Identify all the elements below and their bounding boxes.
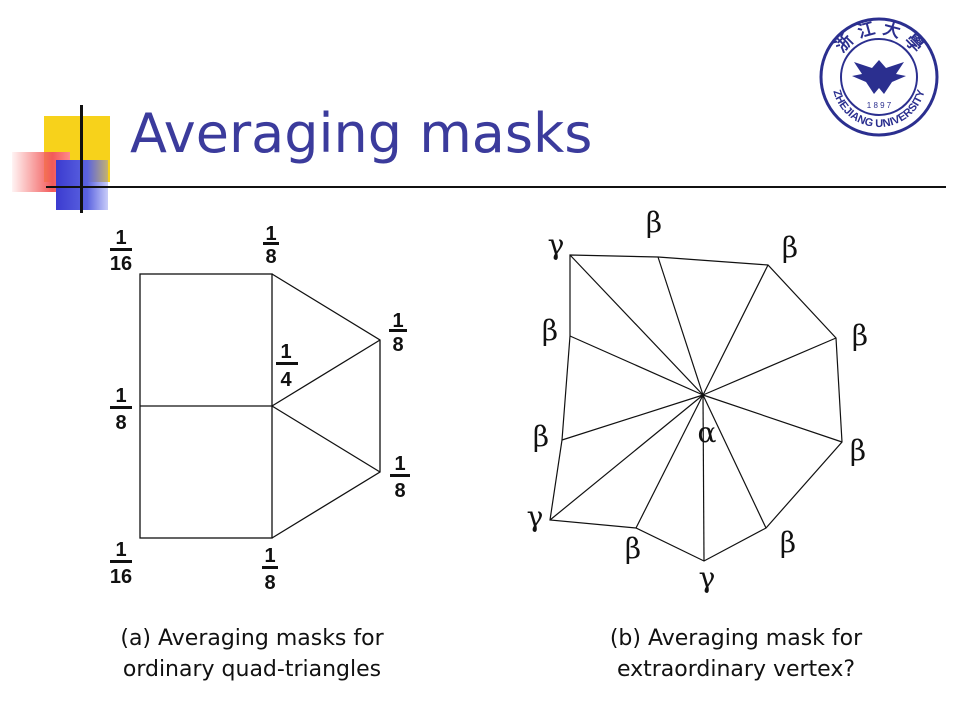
svg-text:1: 1 [265, 223, 276, 245]
svg-text:4: 4 [280, 369, 292, 391]
svg-text:浙 江 大 學: 浙 江 大 學 [831, 18, 927, 57]
svg-text:8: 8 [265, 246, 276, 268]
decor-vertical-line [80, 105, 83, 213]
svg-text:1: 1 [392, 310, 403, 332]
quad-triangle-mask-diagram: 1 16 1 8 1 8 1 4 1 8 1 8 1 16 1 8 [110, 223, 410, 594]
logo-year: 1 8 9 7 [867, 101, 892, 110]
caption-left: (a) Averaging masks for ordinary quad-tr… [72, 624, 432, 686]
svg-text:8: 8 [264, 572, 275, 594]
caption-left-line-2: ordinary quad-triangles [122, 656, 382, 682]
eagle-icon [852, 60, 906, 94]
quad-triangle-mesh [139, 273, 381, 539]
label-beta-top-right: β [782, 231, 798, 264]
weight-1-8-right-top: 1 8 [389, 310, 407, 356]
label-gamma-top-left: γ [548, 228, 565, 261]
svg-text:8: 8 [392, 334, 403, 356]
weight-1-4-center: 1 4 [276, 341, 298, 391]
caption-right: (b) Averaging mask for extraordinary ver… [556, 624, 916, 686]
svg-text:8: 8 [115, 412, 126, 434]
label-beta-bottom-left: β [625, 532, 641, 565]
extraordinary-vertex-mesh [549, 254, 843, 562]
svg-text:16: 16 [110, 566, 132, 588]
svg-text:1: 1 [115, 385, 126, 407]
label-beta-left-lower: β [533, 420, 549, 453]
weight-1-8-left-mid: 1 8 [110, 385, 132, 434]
caption-right-line-2: extraordinary vertex? [616, 656, 856, 682]
svg-text:1: 1 [264, 545, 275, 567]
caption-left-line-1: (a) Averaging masks for [120, 626, 384, 651]
logo-chinese-name: 浙 江 大 學 [831, 18, 927, 57]
svg-text:1: 1 [280, 341, 291, 363]
zhejiang-university-logo: 浙 江 大 學 ZHEJIANG UNIVERSITY 1 8 9 7 [819, 17, 939, 137]
label-beta-right-lower: β [850, 434, 866, 467]
svg-text:1: 1 [115, 539, 126, 561]
weight-1-8-top-mid: 1 8 [263, 223, 279, 268]
page-title: Averaging masks [130, 102, 593, 165]
weight-1-8-bottom-mid: 1 8 [262, 545, 278, 594]
label-beta-right-upper: β [852, 319, 868, 352]
label-gamma-bottom-left: γ [527, 500, 544, 533]
weight-1-16-top-left: 1 16 [110, 227, 132, 275]
svg-text:1: 1 [115, 227, 126, 249]
label-beta-left-upper: β [542, 314, 558, 347]
svg-text:1: 1 [394, 453, 405, 475]
caption-right-line-1: (b) Averaging mask for [609, 626, 863, 651]
label-gamma-bottom: γ [699, 561, 716, 594]
extraordinary-vertex-mask-diagram: β γ β β β β β γ β γ β α [527, 206, 868, 594]
svg-text:8: 8 [394, 480, 405, 502]
title-underline [46, 186, 946, 188]
weight-1-16-bottom-left: 1 16 [110, 539, 132, 588]
label-beta-top: β [646, 206, 662, 239]
label-alpha-center: α [698, 416, 717, 449]
label-beta-bottom-right: β [780, 526, 796, 559]
weight-1-8-right-bottom: 1 8 [390, 453, 410, 502]
svg-text:16: 16 [110, 253, 132, 275]
